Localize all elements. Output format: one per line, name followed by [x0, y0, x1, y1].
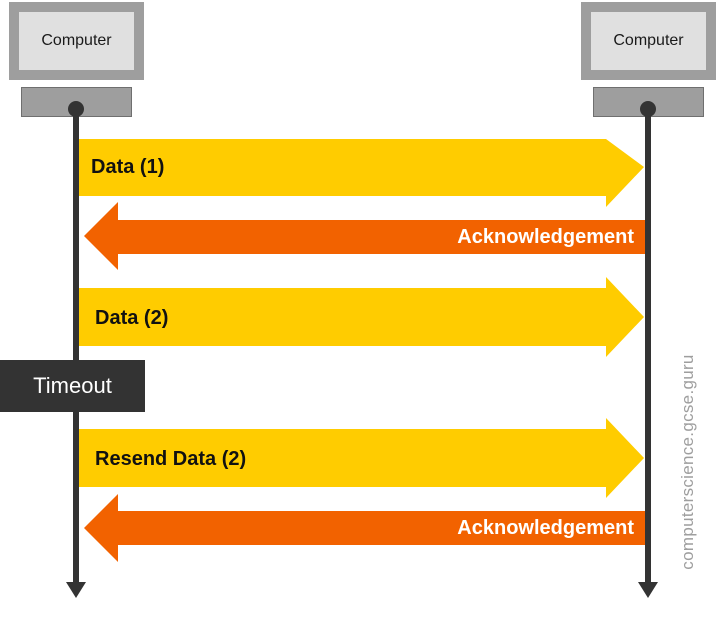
data-2-arrow — [79, 277, 644, 357]
ack-2-arrow — [84, 494, 645, 562]
watermark: computerscience.gcse.guru — [678, 354, 697, 570]
right-timeline-dot — [640, 101, 656, 117]
ack-1-label: Acknowledgement — [457, 226, 634, 248]
left-computer: Computer — [9, 2, 144, 80]
ack-2-label: Acknowledgement — [457, 517, 634, 539]
left-computer-label: Computer — [41, 32, 112, 49]
left-timeline-arrowhead — [66, 582, 86, 598]
data-1-arrow — [79, 139, 644, 207]
left-timeline-dot — [68, 101, 84, 117]
data-1-label: Data (1) — [91, 156, 165, 178]
right-computer-label: Computer — [613, 32, 684, 49]
timeout-label: Timeout — [33, 373, 112, 398]
resend-data-2-label: Resend Data (2) — [95, 448, 247, 470]
timeout-box: Timeout — [0, 360, 145, 412]
right-computer: Computer — [581, 2, 716, 80]
resend-data-2-arrow — [79, 418, 644, 498]
data-2-label: Data (2) — [95, 307, 169, 329]
right-timeline-arrowhead — [638, 582, 658, 598]
ack-1-arrow — [84, 202, 645, 270]
